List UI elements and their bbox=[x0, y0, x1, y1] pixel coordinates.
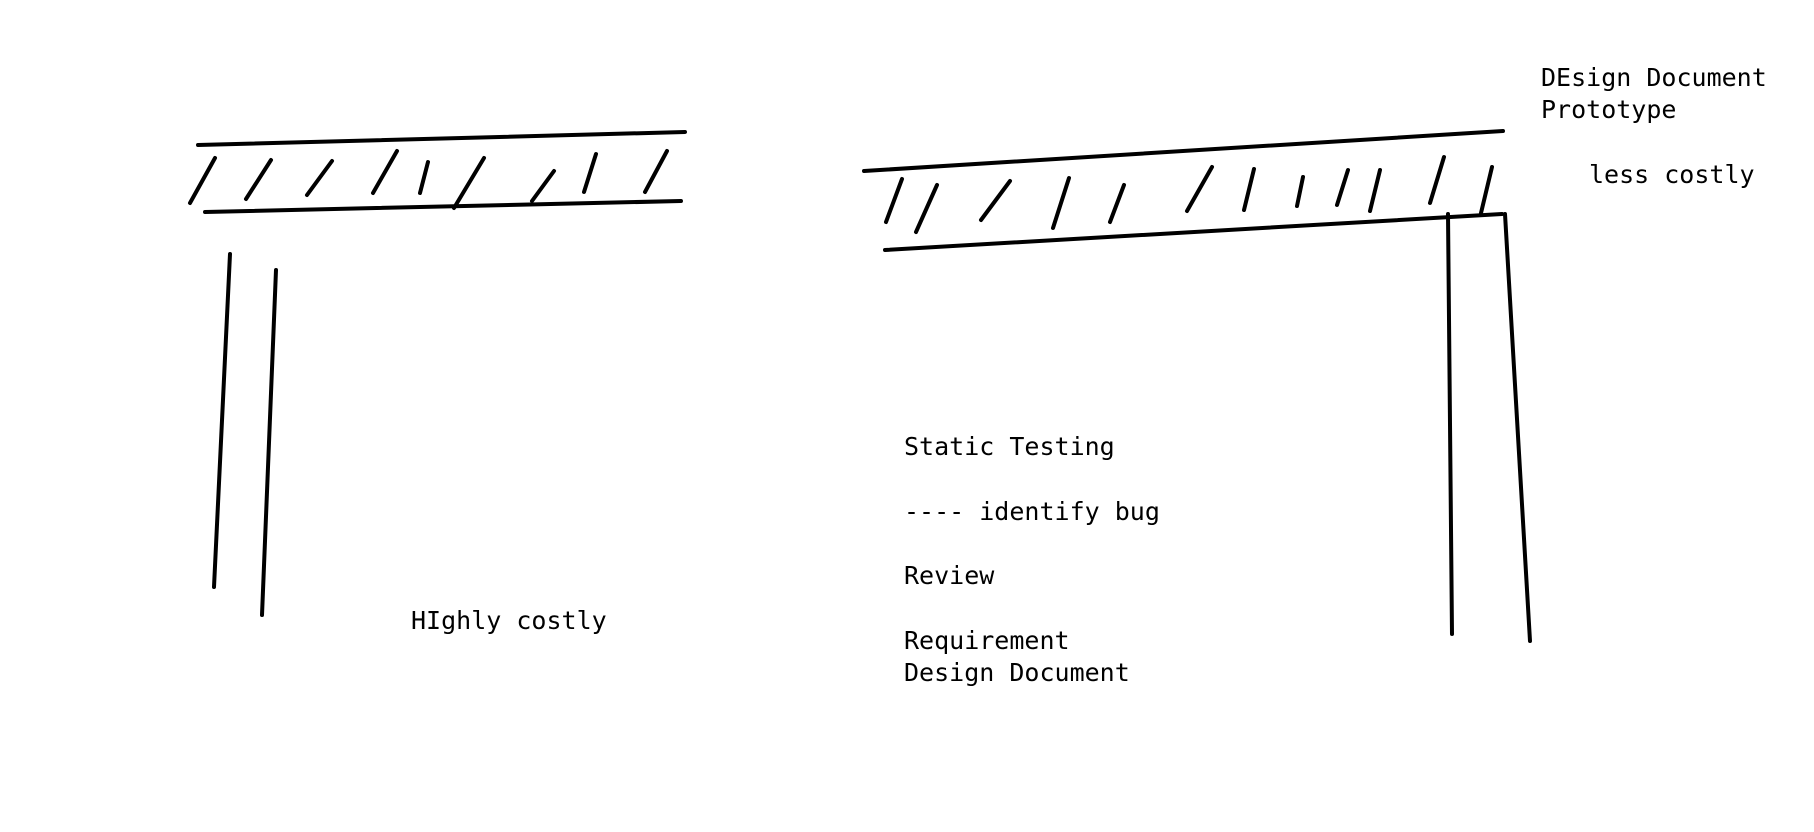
label-design-document-bottom: Design Document bbox=[904, 658, 1130, 687]
right-beam-hatching bbox=[884, 155, 1494, 234]
right-pillar-right-edge bbox=[1503, 212, 1532, 643]
left-beam bbox=[188, 130, 687, 214]
right-beam-top-edge bbox=[862, 129, 1505, 173]
label-identify-bug: ---- identify bug bbox=[904, 497, 1160, 526]
label-highly-costly: HIghly costly bbox=[411, 606, 607, 635]
label-review: Review bbox=[904, 561, 995, 590]
label-static-testing: Static Testing bbox=[904, 432, 1115, 461]
left-pillar-left-edge bbox=[212, 252, 232, 589]
right-pillar-left-edge bbox=[1446, 212, 1454, 636]
label-requirement: Requirement bbox=[904, 626, 1070, 655]
right-beam-bottom-edge bbox=[883, 212, 1504, 252]
left-pillar-right-edge bbox=[260, 268, 278, 617]
right-beam bbox=[862, 129, 1505, 252]
label-prototype: Prototype bbox=[1541, 95, 1677, 124]
left-beam-top-edge bbox=[196, 130, 687, 147]
label-design-document-top: DEsign Document bbox=[1541, 63, 1767, 92]
label-less-costly: less costly bbox=[1589, 160, 1755, 189]
left-beam-bottom-edge bbox=[203, 199, 683, 214]
left-beam-hatching bbox=[188, 149, 669, 210]
left-pillar bbox=[212, 252, 278, 617]
right-pillar bbox=[1446, 212, 1532, 643]
